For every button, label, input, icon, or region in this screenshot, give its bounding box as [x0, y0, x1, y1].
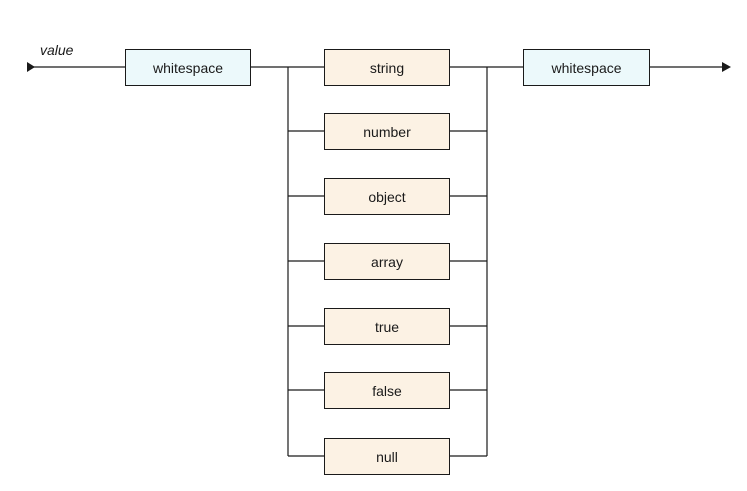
choice-string-box: string	[324, 49, 450, 86]
choice-label: null	[376, 448, 398, 465]
choice-false-box: false	[324, 372, 450, 409]
whitespace-trailing-box: whitespace	[523, 49, 650, 86]
choice-label: false	[372, 382, 402, 399]
choice-true-box: true	[324, 308, 450, 345]
choice-number-box: number	[324, 113, 450, 150]
start-arrow-icon	[27, 62, 35, 72]
choice-label: string	[369, 59, 405, 76]
choice-label: number	[363, 123, 411, 140]
choice-label: array	[371, 253, 403, 270]
choice-label: true	[374, 318, 400, 335]
whitespace-trailing-label: whitespace	[551, 59, 622, 76]
choice-object-box: object	[324, 178, 450, 215]
whitespace-leading-label: whitespace	[152, 59, 224, 76]
end-arrow-icon	[722, 62, 731, 72]
choice-array-box: array	[324, 243, 450, 280]
rule-name-label: value	[40, 42, 74, 58]
whitespace-leading-box: whitespace	[125, 49, 251, 86]
choice-null-box: null	[324, 438, 450, 475]
choice-label: object	[368, 188, 406, 205]
